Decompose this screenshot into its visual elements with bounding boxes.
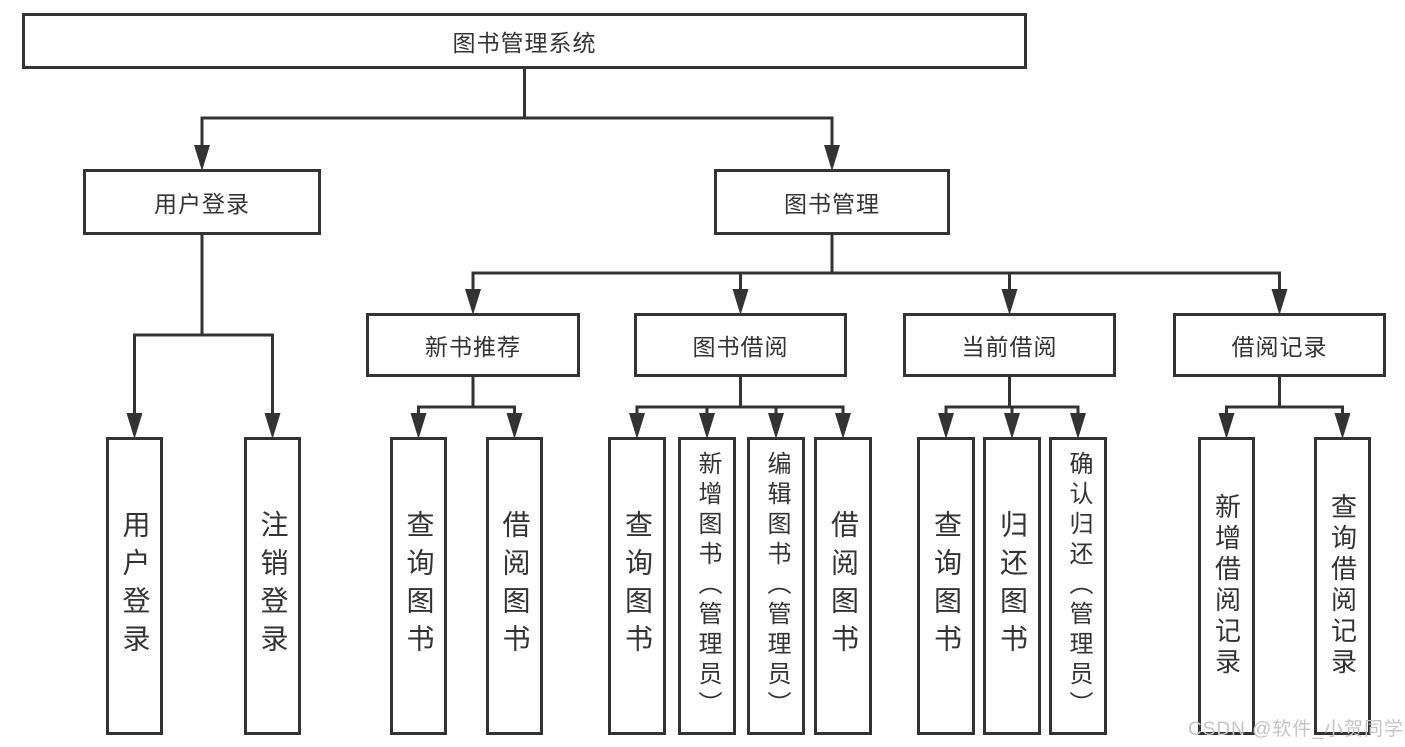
node-br-add: 新增借阅记录 xyxy=(1198,437,1255,735)
node-bb-lend: 借阅图书 xyxy=(814,437,872,735)
node-label: 注销登录 xyxy=(257,510,289,662)
node-label: 新书推荐 xyxy=(425,334,521,360)
node-label: 借阅图书 xyxy=(828,510,859,662)
node-label: 借阅图书 xyxy=(499,510,531,662)
node-user-login-leaf: 用户登录 xyxy=(106,437,163,735)
node-current-borrow: 当前借阅 xyxy=(903,313,1116,377)
node-label: 编辑图书（管理员） xyxy=(763,451,790,721)
node-label: 用户登录 xyxy=(119,510,151,662)
node-bb-query: 查询图书 xyxy=(608,437,666,735)
node-bb-add: 新增图书（管理员） xyxy=(678,437,736,735)
node-label: 查询图书 xyxy=(403,510,435,662)
node-br-query: 查询借阅记录 xyxy=(1314,437,1371,735)
node-label: 借阅记录 xyxy=(1231,334,1328,360)
node-logout-leaf: 注销登录 xyxy=(244,437,301,735)
node-label: 查询借阅记录 xyxy=(1327,493,1358,679)
node-label: 查询图书 xyxy=(622,510,653,662)
node-borrow-record: 借阅记录 xyxy=(1173,313,1386,377)
node-cb-query: 查询图书 xyxy=(917,437,975,735)
node-root: 图书管理系统 xyxy=(22,13,1027,69)
node-bb-edit: 编辑图书（管理员） xyxy=(747,437,805,735)
node-nb-borrow: 借阅图书 xyxy=(486,437,543,735)
node-label: 归还图书 xyxy=(997,510,1028,662)
node-label: 当前借阅 xyxy=(961,334,1058,360)
node-label: 查询图书 xyxy=(931,510,962,662)
watermark: CSDN @软件_小贺同学 xyxy=(1188,719,1404,740)
node-label: 新增借阅记录 xyxy=(1211,493,1242,679)
node-new-book: 新书推荐 xyxy=(366,313,580,377)
node-user-login: 用户登录 xyxy=(83,169,321,235)
node-label: 图书借阅 xyxy=(692,334,789,360)
node-cb-return: 归还图书 xyxy=(983,437,1041,735)
node-label: 图书管理系统 xyxy=(452,30,597,56)
node-label: 用户登录 xyxy=(154,191,250,217)
node-nb-query: 查询图书 xyxy=(390,437,447,735)
node-label: 图书管理 xyxy=(784,191,880,217)
node-book-mgmt: 图书管理 xyxy=(714,169,950,235)
node-label: 新增图书（管理员） xyxy=(694,451,721,721)
node-cb-confirm: 确认归还（管理员） xyxy=(1049,437,1107,735)
node-label: 确认归还（管理员） xyxy=(1065,451,1092,721)
node-book-borrow: 图书借阅 xyxy=(634,313,847,377)
